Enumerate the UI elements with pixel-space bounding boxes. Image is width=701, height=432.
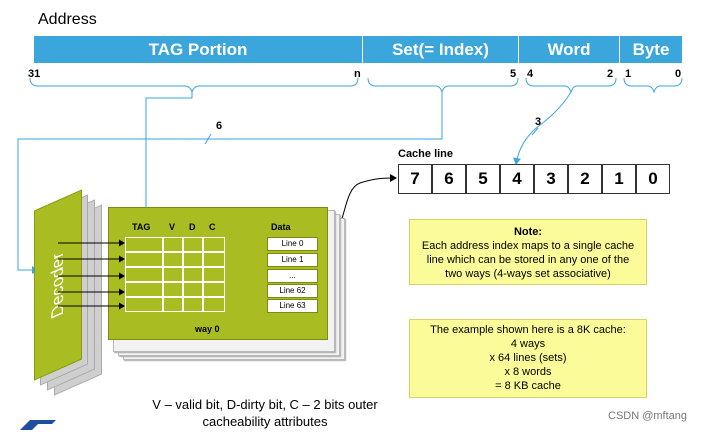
grid-cell bbox=[125, 267, 163, 282]
bit-n-label: n bbox=[354, 68, 361, 80]
cache-byte-1: 1 bbox=[602, 164, 636, 194]
bit-2-label: 2 bbox=[607, 68, 614, 80]
valid-header: V bbox=[169, 222, 176, 232]
way-0-label: way 0 bbox=[195, 324, 220, 334]
note-text: Each address index maps to a single cach… bbox=[421, 240, 635, 280]
index-wire bbox=[17, 92, 443, 274]
set-index-field: Set(= Index) bbox=[363, 36, 518, 63]
cache-byte-5: 5 bbox=[466, 164, 500, 194]
legend: V – valid bit, D-dirty bit, C – 2 bits o… bbox=[120, 396, 410, 430]
note-title: Note: bbox=[513, 226, 543, 238]
tag-header: TAG bbox=[132, 222, 151, 232]
data-line-63: Line 63 bbox=[267, 299, 318, 313]
grid-cell bbox=[183, 267, 203, 282]
grid-cell bbox=[183, 297, 203, 312]
note-box: Note: Each address index maps to a singl… bbox=[409, 219, 647, 285]
data-header: Data bbox=[271, 222, 291, 232]
word-bits-label: 3 bbox=[535, 116, 542, 128]
tag-portion-field: TAG Portion bbox=[34, 36, 362, 63]
grid-cell bbox=[163, 297, 183, 312]
cache-byte-6: 6 bbox=[432, 164, 466, 194]
legend-line-2: cacheability attributes bbox=[202, 414, 328, 429]
address-title: Address bbox=[38, 11, 97, 28]
st-logo bbox=[20, 420, 56, 430]
grid-cell bbox=[203, 297, 225, 312]
word-field: Word bbox=[519, 36, 619, 63]
dirty-header: D bbox=[189, 222, 196, 232]
grid-cell bbox=[125, 237, 163, 252]
grid-cell bbox=[163, 267, 183, 282]
grid-cell bbox=[203, 282, 225, 297]
data-line-ellipsis: ... bbox=[267, 269, 318, 283]
cache-line-label: Cache line bbox=[398, 148, 454, 160]
watermark: CSDN @mftang bbox=[608, 410, 688, 422]
index-bits-label: 6 bbox=[216, 120, 223, 132]
cache-byte-4: 4 bbox=[500, 164, 534, 194]
example-line-1: The example shown here is a 8K cache: bbox=[430, 324, 626, 336]
grid-cell bbox=[163, 237, 183, 252]
data-line-1: Line 1 bbox=[267, 253, 318, 267]
bit-0-label: 0 bbox=[675, 68, 682, 80]
example-line-2: 4 ways bbox=[510, 338, 546, 350]
data-line-62: Line 62 bbox=[267, 284, 318, 298]
tag-wire bbox=[145, 92, 193, 208]
grid-cell bbox=[183, 282, 203, 297]
bit-5-label: 5 bbox=[510, 68, 517, 80]
example-line-5: = 8 KB cache bbox=[495, 380, 561, 392]
cacheability-header: C bbox=[209, 222, 216, 232]
bit-1-label: 1 bbox=[625, 68, 632, 80]
grid-cell bbox=[163, 252, 183, 267]
bit-31-label: 31 bbox=[28, 68, 41, 80]
tag-grid bbox=[125, 237, 225, 312]
bit-4-label: 4 bbox=[527, 68, 534, 80]
byte-brace bbox=[623, 77, 683, 94]
byte-field: Byte bbox=[620, 36, 682, 63]
grid-cell bbox=[203, 267, 225, 282]
grid-cell bbox=[125, 297, 163, 312]
example-box: The example shown here is a 8K cache: 4 … bbox=[409, 319, 647, 398]
grid-cell bbox=[183, 237, 203, 252]
cache-byte-7: 7 bbox=[398, 164, 432, 194]
grid-cell bbox=[183, 252, 203, 267]
cache-byte-0: 0 bbox=[636, 164, 670, 194]
word-wire bbox=[513, 91, 572, 165]
grid-cell bbox=[163, 282, 183, 297]
data-line-0: Line 0 bbox=[267, 237, 318, 251]
cache-byte-2: 2 bbox=[568, 164, 602, 194]
word-wire-slash bbox=[531, 127, 539, 136]
grid-cell bbox=[125, 252, 163, 267]
example-line-3: x 64 lines (sets) bbox=[489, 352, 567, 364]
example-line-4: x 8 words bbox=[504, 366, 552, 378]
index-wire-slash bbox=[204, 133, 212, 145]
grid-cell bbox=[203, 252, 225, 267]
grid-cell bbox=[203, 237, 225, 252]
grid-cell bbox=[125, 282, 163, 297]
cache-byte-3: 3 bbox=[534, 164, 568, 194]
legend-line-1: V – valid bit, D-dirty bit, C – 2 bits o… bbox=[152, 397, 378, 412]
